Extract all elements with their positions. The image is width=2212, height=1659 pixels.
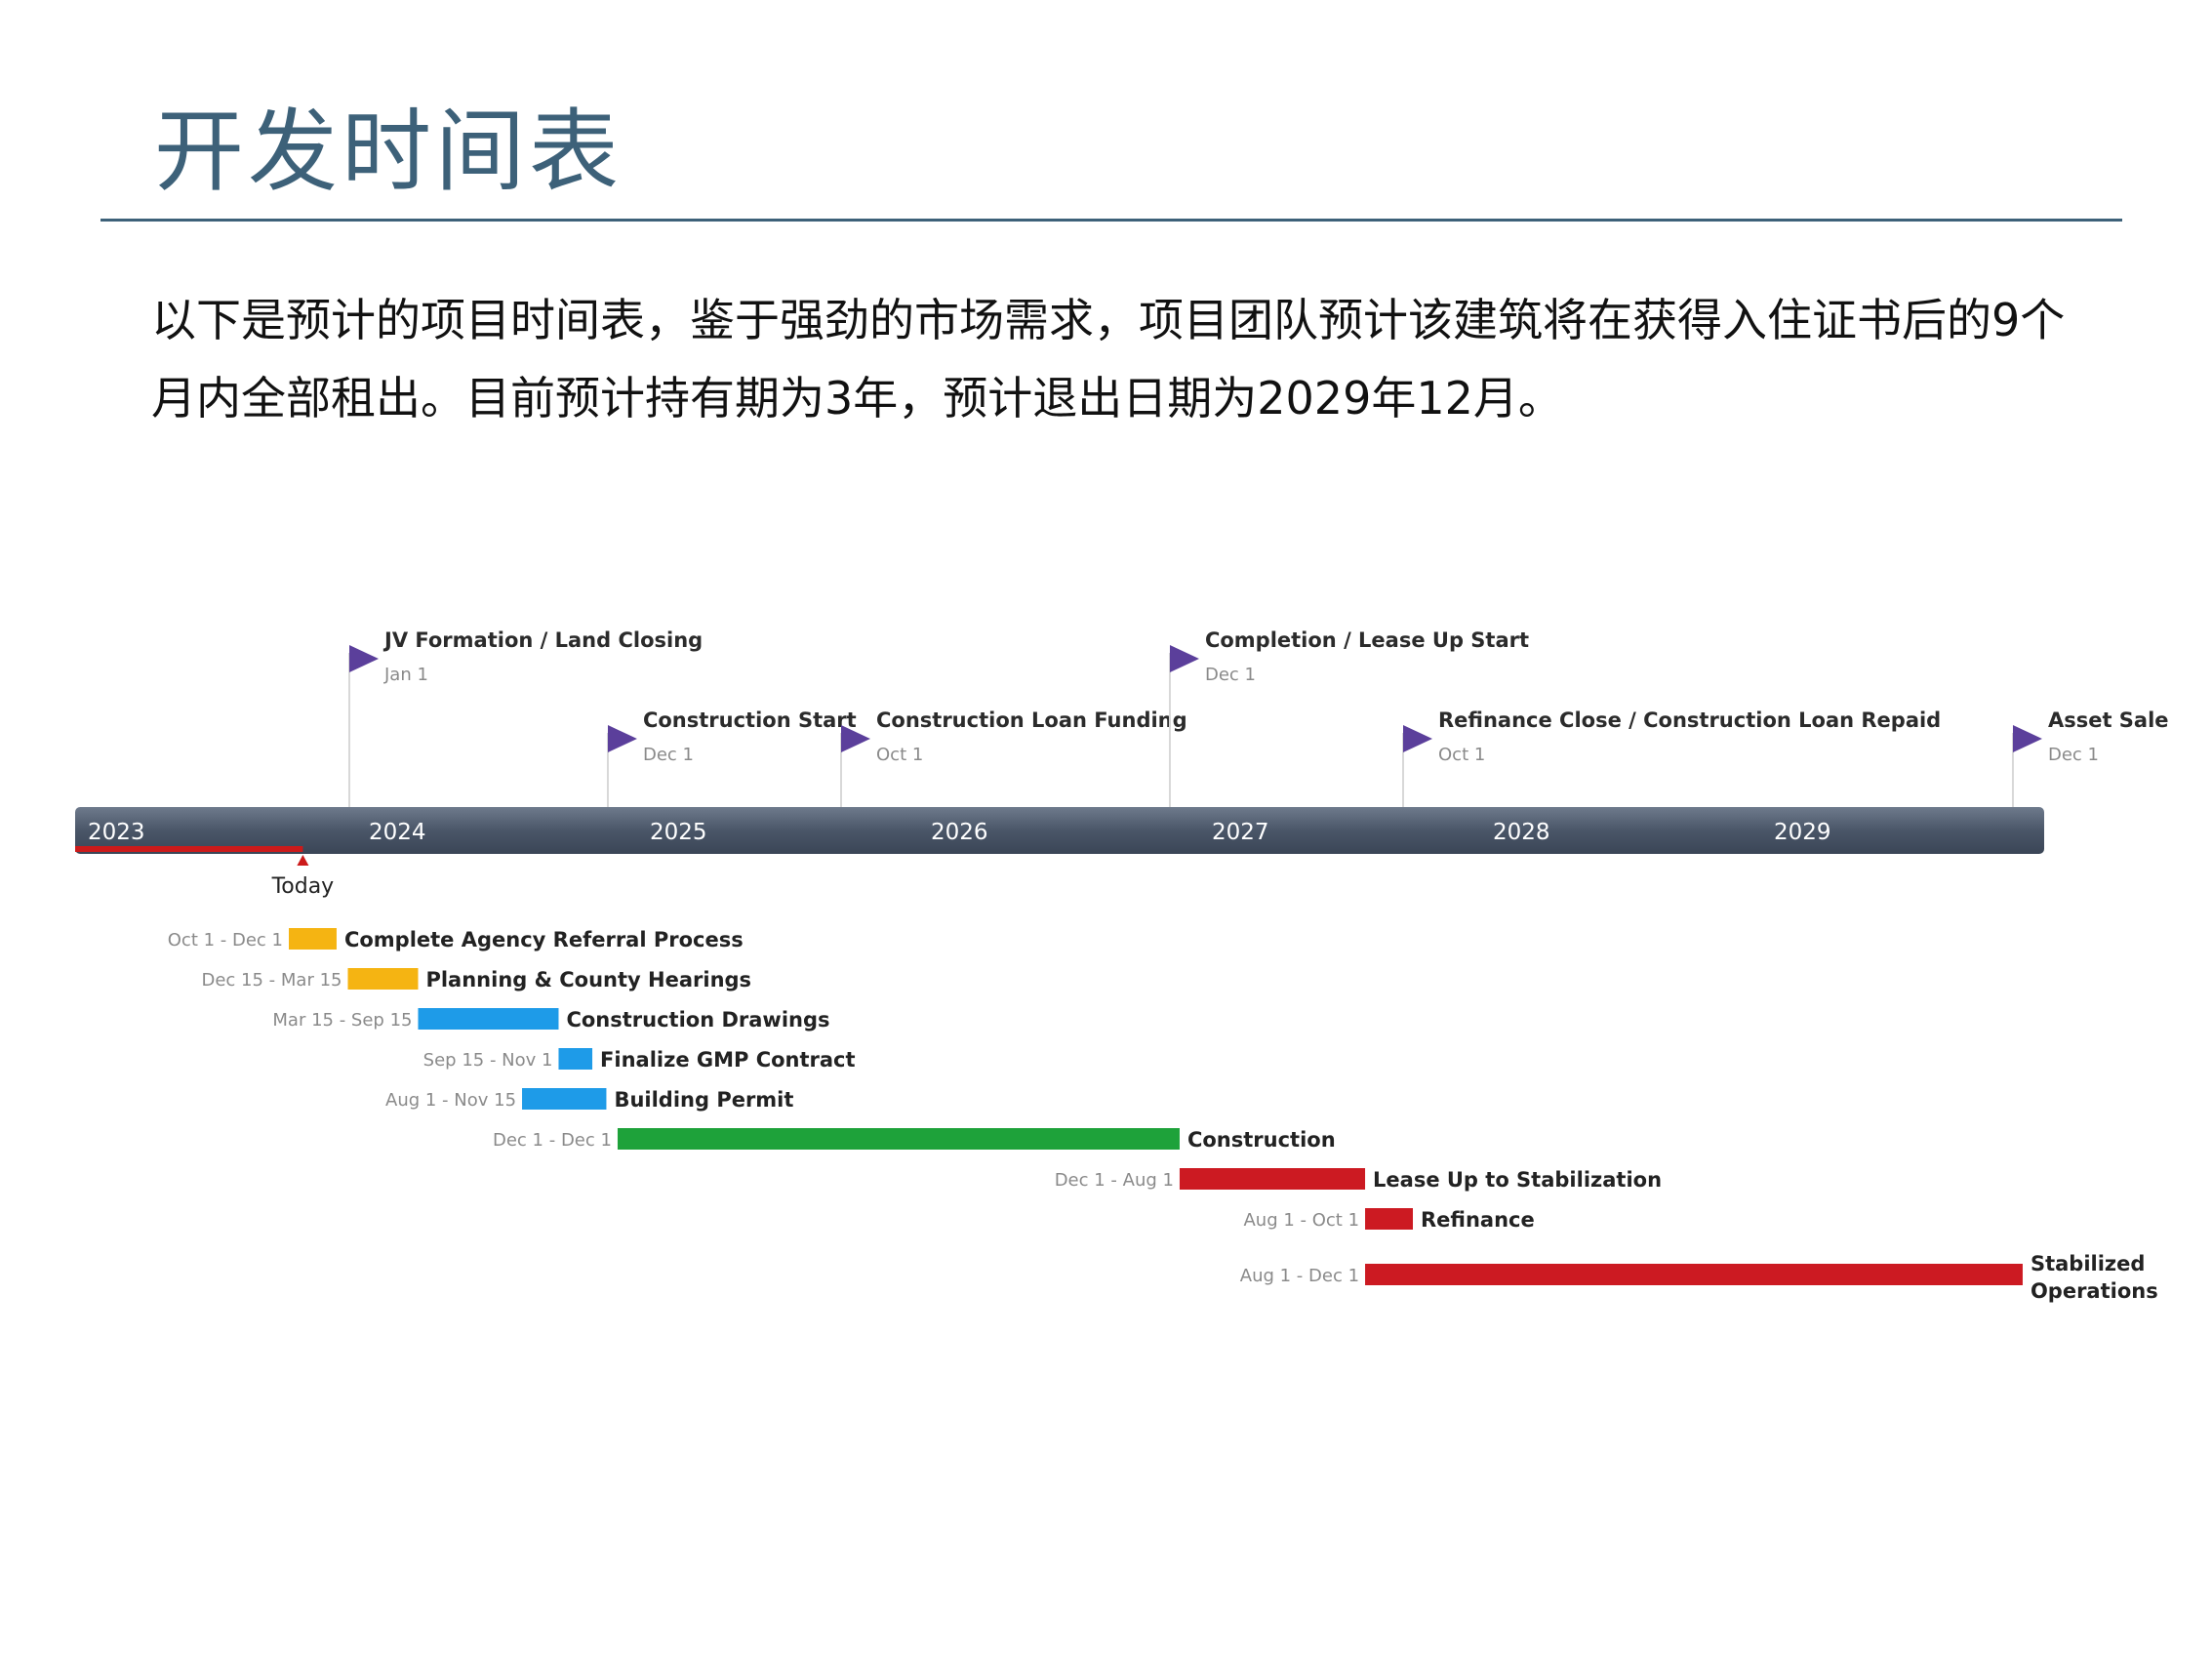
task-label: Construction Drawings bbox=[566, 1008, 829, 1032]
task-label: Planning & County Hearings bbox=[425, 968, 751, 991]
task-bar bbox=[617, 1128, 1180, 1150]
task-bar bbox=[418, 1008, 559, 1030]
task-label: Lease Up to Stabilization bbox=[1373, 1168, 1662, 1192]
task-date-range: Aug 1 - Nov 15 bbox=[385, 1090, 516, 1111]
task-label: Construction bbox=[1187, 1128, 1336, 1152]
task-label-line: Operations bbox=[2031, 1279, 2158, 1303]
task-bar bbox=[1179, 1168, 1366, 1190]
title-divider bbox=[101, 219, 2122, 222]
milestone-label: Refinance Close / Construction Loan Repa… bbox=[1438, 708, 1941, 732]
axis-year-label: 2024 bbox=[369, 820, 426, 845]
milestone-flag-icon bbox=[349, 645, 379, 672]
milestone-flag-icon bbox=[1403, 725, 1432, 752]
milestone-flag-icon bbox=[2012, 725, 2042, 752]
task-label: Building Permit bbox=[614, 1088, 793, 1112]
task-bar bbox=[558, 1048, 593, 1070]
today-marker bbox=[297, 855, 309, 866]
milestone-date: Dec 1 bbox=[1205, 665, 1256, 685]
task-date-range: Aug 1 - Dec 1 bbox=[1240, 1266, 1359, 1286]
task-bar bbox=[1365, 1208, 1413, 1230]
task-date-range: Oct 1 - Dec 1 bbox=[168, 930, 283, 951]
milestone-date: Oct 1 bbox=[1438, 745, 1485, 765]
task-bar bbox=[522, 1088, 607, 1110]
axis-year-label: 2027 bbox=[1212, 820, 1269, 845]
axis-year-label: 2023 bbox=[88, 820, 145, 845]
axis-year-label: 2025 bbox=[650, 820, 707, 845]
task-label: Finalize GMP Contract bbox=[600, 1048, 856, 1072]
axis-year-label: 2028 bbox=[1493, 820, 1550, 845]
timeline-axis-bar bbox=[75, 807, 2044, 854]
task-date-range: Dec 1 - Aug 1 bbox=[1055, 1170, 1174, 1191]
task-label: Refinance bbox=[1421, 1208, 1535, 1232]
milestone-flag-icon bbox=[607, 725, 637, 752]
task-date-range: Dec 1 - Dec 1 bbox=[493, 1130, 612, 1151]
page-title: 开发时间表 bbox=[154, 100, 623, 204]
milestone-flag-icon bbox=[841, 725, 870, 752]
task-label: Complete Agency Referral Process bbox=[344, 928, 744, 951]
task-bar bbox=[1365, 1264, 2023, 1285]
milestone-date: Oct 1 bbox=[876, 745, 923, 765]
task-date-range: Mar 15 - Sep 15 bbox=[272, 1010, 412, 1031]
task-date-range: Dec 15 - Mar 15 bbox=[201, 970, 342, 991]
task-label-line: Stabilized bbox=[2031, 1252, 2145, 1275]
milestone-label: Construction Loan Funding bbox=[876, 708, 1187, 732]
today-progress-line bbox=[75, 846, 303, 852]
axis-year-label: 2026 bbox=[931, 820, 988, 845]
milestone-label: Completion / Lease Up Start bbox=[1205, 628, 1529, 652]
milestone-label: Construction Start bbox=[643, 708, 857, 732]
task-date-range: Aug 1 - Oct 1 bbox=[1243, 1210, 1359, 1231]
milestone-flag-icon bbox=[1169, 645, 1199, 672]
task-date-range: Sep 15 - Nov 1 bbox=[423, 1050, 553, 1071]
milestone-label: JV Formation / Land Closing bbox=[382, 628, 703, 652]
milestone-date: Dec 1 bbox=[2048, 745, 2099, 765]
intro-paragraph: 以下是预计的项目时间表，鉴于强劲的市场需求，项目团队预计该建筑将在获得入住证书后… bbox=[151, 294, 2066, 425]
milestone-date: Jan 1 bbox=[383, 665, 428, 685]
milestone-label: Asset Sale bbox=[2048, 708, 2169, 732]
today-label: Today bbox=[271, 874, 335, 899]
milestone-date: Dec 1 bbox=[643, 745, 694, 765]
task-bar bbox=[347, 968, 419, 990]
task-bar bbox=[289, 928, 337, 950]
axis-year-label: 2029 bbox=[1774, 820, 1831, 845]
